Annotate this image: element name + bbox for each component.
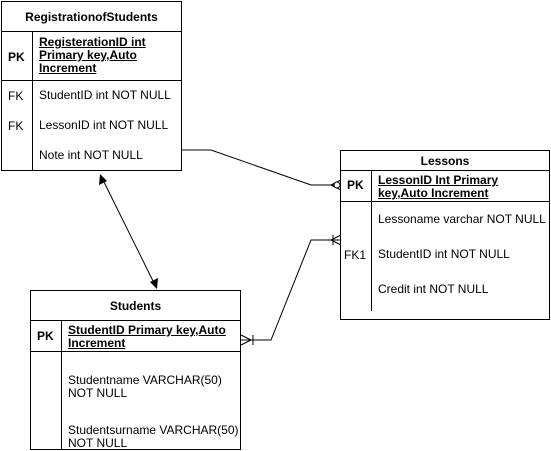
attribute-studentname-line-2: NOT NULL	[68, 386, 128, 400]
entity-title: RegistrationofStudents	[2, 2, 181, 32]
pk-field-line-1: StudentID Primary key,Auto	[68, 323, 226, 337]
pk-field-line-2: Primary key,Auto	[39, 48, 137, 62]
attribute-studentsurname-line-1: Studentsurname VARCHAR(50)	[68, 423, 239, 437]
pk-field-line-1: RegisterationID int	[39, 35, 146, 49]
crowfoot-students-end	[240, 334, 254, 346]
attribute-lessoname: Lessoname varchar NOT NULL	[378, 212, 546, 226]
pk-separator	[341, 201, 549, 202]
attribute-student-id: StudentID int NOT NULL	[378, 247, 510, 261]
attribute-studentsurname-line-2: NOT NULL	[68, 436, 128, 450]
pk-label: PK	[347, 178, 364, 192]
relation-students-lessons	[241, 239, 341, 341]
pk-separator	[2, 80, 181, 81]
arrowhead-bottom	[150, 278, 158, 289]
pk-field-line-3: Increment	[39, 61, 97, 75]
entity-lessons[interactable]: Lessons PK LessonID Int Primary key,Auto…	[340, 150, 550, 320]
pk-label: PK	[37, 329, 54, 343]
pk-field-line-1: LessonID Int Primary	[378, 173, 499, 187]
key-column-divider	[371, 171, 372, 311]
fk-label: FK	[8, 119, 24, 133]
pk-field-line-2: Increment	[68, 336, 126, 350]
entity-registration-of-students[interactable]: RegistrationofStudents PK RegisterationI…	[1, 1, 182, 171]
attribute-student-id: StudentID int NOT NULL	[39, 88, 171, 102]
attribute-studentname-line-1: Studentname VARCHAR(50)	[68, 373, 222, 387]
key-column-divider	[61, 321, 62, 450]
pk-label: PK	[8, 50, 25, 64]
crowfoot-lessons-end	[330, 234, 342, 246]
pk-separator	[31, 351, 240, 352]
attribute-note: Note int NOT NULL	[39, 148, 143, 162]
fk-label: FK	[8, 89, 24, 103]
entity-title: Students	[31, 291, 240, 321]
key-column-divider	[32, 32, 33, 171]
pk-field-line-2: key,Auto Increment	[378, 186, 489, 200]
entity-title: Lessons	[341, 151, 549, 171]
relation-registration-students	[102, 179, 155, 284]
attribute-credit: Credit int NOT NULL	[378, 282, 489, 296]
entity-students[interactable]: Students PK StudentID Primary key,Auto I…	[30, 290, 241, 450]
fk1-label: FK1	[344, 248, 367, 262]
attribute-lesson-id: LessonID int NOT NULL	[39, 118, 169, 132]
relation-registration-lessons	[181, 149, 341, 186]
arrowhead-top	[99, 174, 107, 185]
